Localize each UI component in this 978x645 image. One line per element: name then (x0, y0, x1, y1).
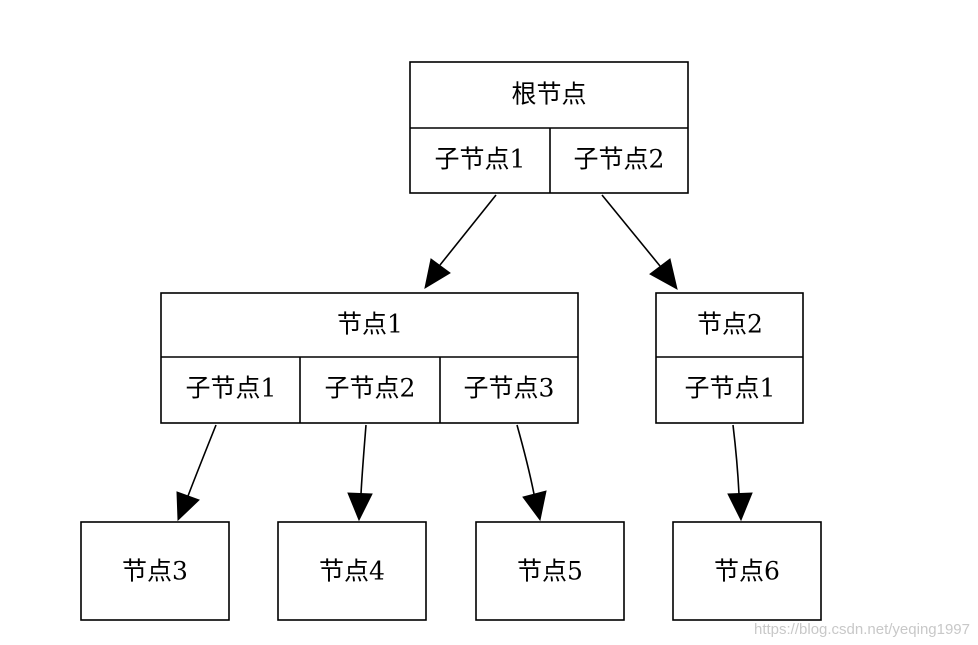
arrowhead-node1-to-node5 (522, 490, 547, 522)
edge-root-to-node1 (439, 194, 497, 266)
root-node: 根节点 子节点1 子节点2 (409, 61, 689, 194)
leaf-node-5-box (475, 521, 625, 621)
arrowhead-root-to-node2 (649, 258, 678, 290)
edge-node1-to-node3 (187, 424, 217, 497)
root-node-port-1: 子节点1 (435, 145, 526, 174)
leaf-node-4: 节点4 (277, 521, 427, 621)
node-1-port-2: 子节点2 (325, 374, 416, 403)
node-2-label: 节点2 (697, 310, 763, 339)
node-1-label: 节点1 (337, 310, 403, 339)
arrowhead-node2-to-node6 (727, 492, 753, 522)
leaf-node-3-label: 节点3 (122, 557, 188, 586)
root-node-label: 根节点 (511, 80, 586, 109)
edges (176, 194, 753, 522)
node-1-port-3: 子节点3 (464, 374, 555, 403)
leaf-node-5-label: 节点5 (517, 557, 583, 586)
arrowhead-root-to-node1 (424, 258, 451, 290)
arrowhead-node1-to-node3 (176, 491, 200, 522)
node-1: 节点1 子节点1 子节点2 子节点3 (160, 292, 579, 424)
leaf-node-6-label: 节点6 (714, 557, 780, 586)
watermark-text: https://blog.csdn.net/yeqing1997 (754, 621, 970, 638)
edge-node1-to-node5 (516, 424, 535, 495)
leaf-node-3-box (80, 521, 230, 621)
leaf-node-3: 节点3 (80, 521, 230, 621)
leaf-node-5: 节点5 (475, 521, 625, 621)
edge-node1-to-node4 (360, 424, 367, 495)
node-2-port-1: 子节点1 (685, 374, 776, 403)
leaf-node-4-box (277, 521, 427, 621)
leaf-node-4-label: 节点4 (319, 557, 385, 586)
node-2: 节点2 子节点1 (655, 292, 804, 424)
edge-root-to-node2 (601, 194, 661, 267)
node-1-box (160, 292, 579, 424)
root-node-port-2: 子节点2 (574, 145, 665, 174)
node-1-port-1: 子节点1 (186, 374, 277, 403)
leaf-node-6-box (672, 521, 822, 621)
arrowhead-node1-to-node4 (347, 492, 373, 522)
node-2-box (655, 292, 804, 424)
edge-node2-to-node6 (732, 424, 740, 495)
leaf-node-6: 节点6 (672, 521, 822, 621)
